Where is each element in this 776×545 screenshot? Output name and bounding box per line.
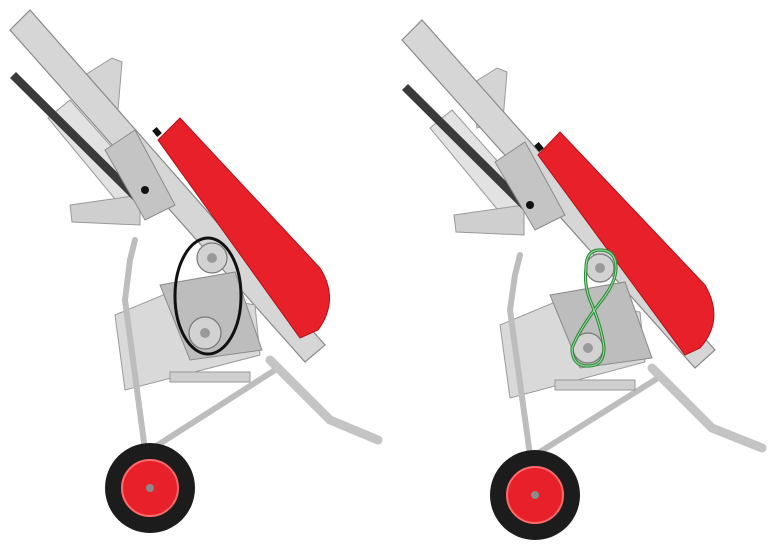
side-bracket: [454, 205, 524, 235]
bolt-icon: [526, 201, 534, 209]
bolt-icon: [141, 186, 149, 194]
foot-bar: [270, 360, 378, 440]
panel-standard-belt: [0, 0, 388, 545]
wheel-axle: [146, 484, 154, 492]
lower-pulley-hub: [583, 343, 593, 353]
side-bracket: [70, 195, 140, 225]
housing-tab: [152, 127, 162, 137]
lower-pulley-hub: [200, 328, 210, 338]
upper-pulley-hub: [207, 253, 217, 263]
panel-crossed-belt: [390, 0, 776, 545]
wheel-axle: [531, 491, 539, 499]
machine-illustration-right: [390, 0, 776, 545]
foot-bar: [652, 368, 762, 448]
base-plate: [170, 372, 250, 382]
upper-pulley-hub: [595, 263, 605, 273]
machine-illustration-left: [0, 0, 388, 545]
base-plate: [555, 380, 635, 390]
